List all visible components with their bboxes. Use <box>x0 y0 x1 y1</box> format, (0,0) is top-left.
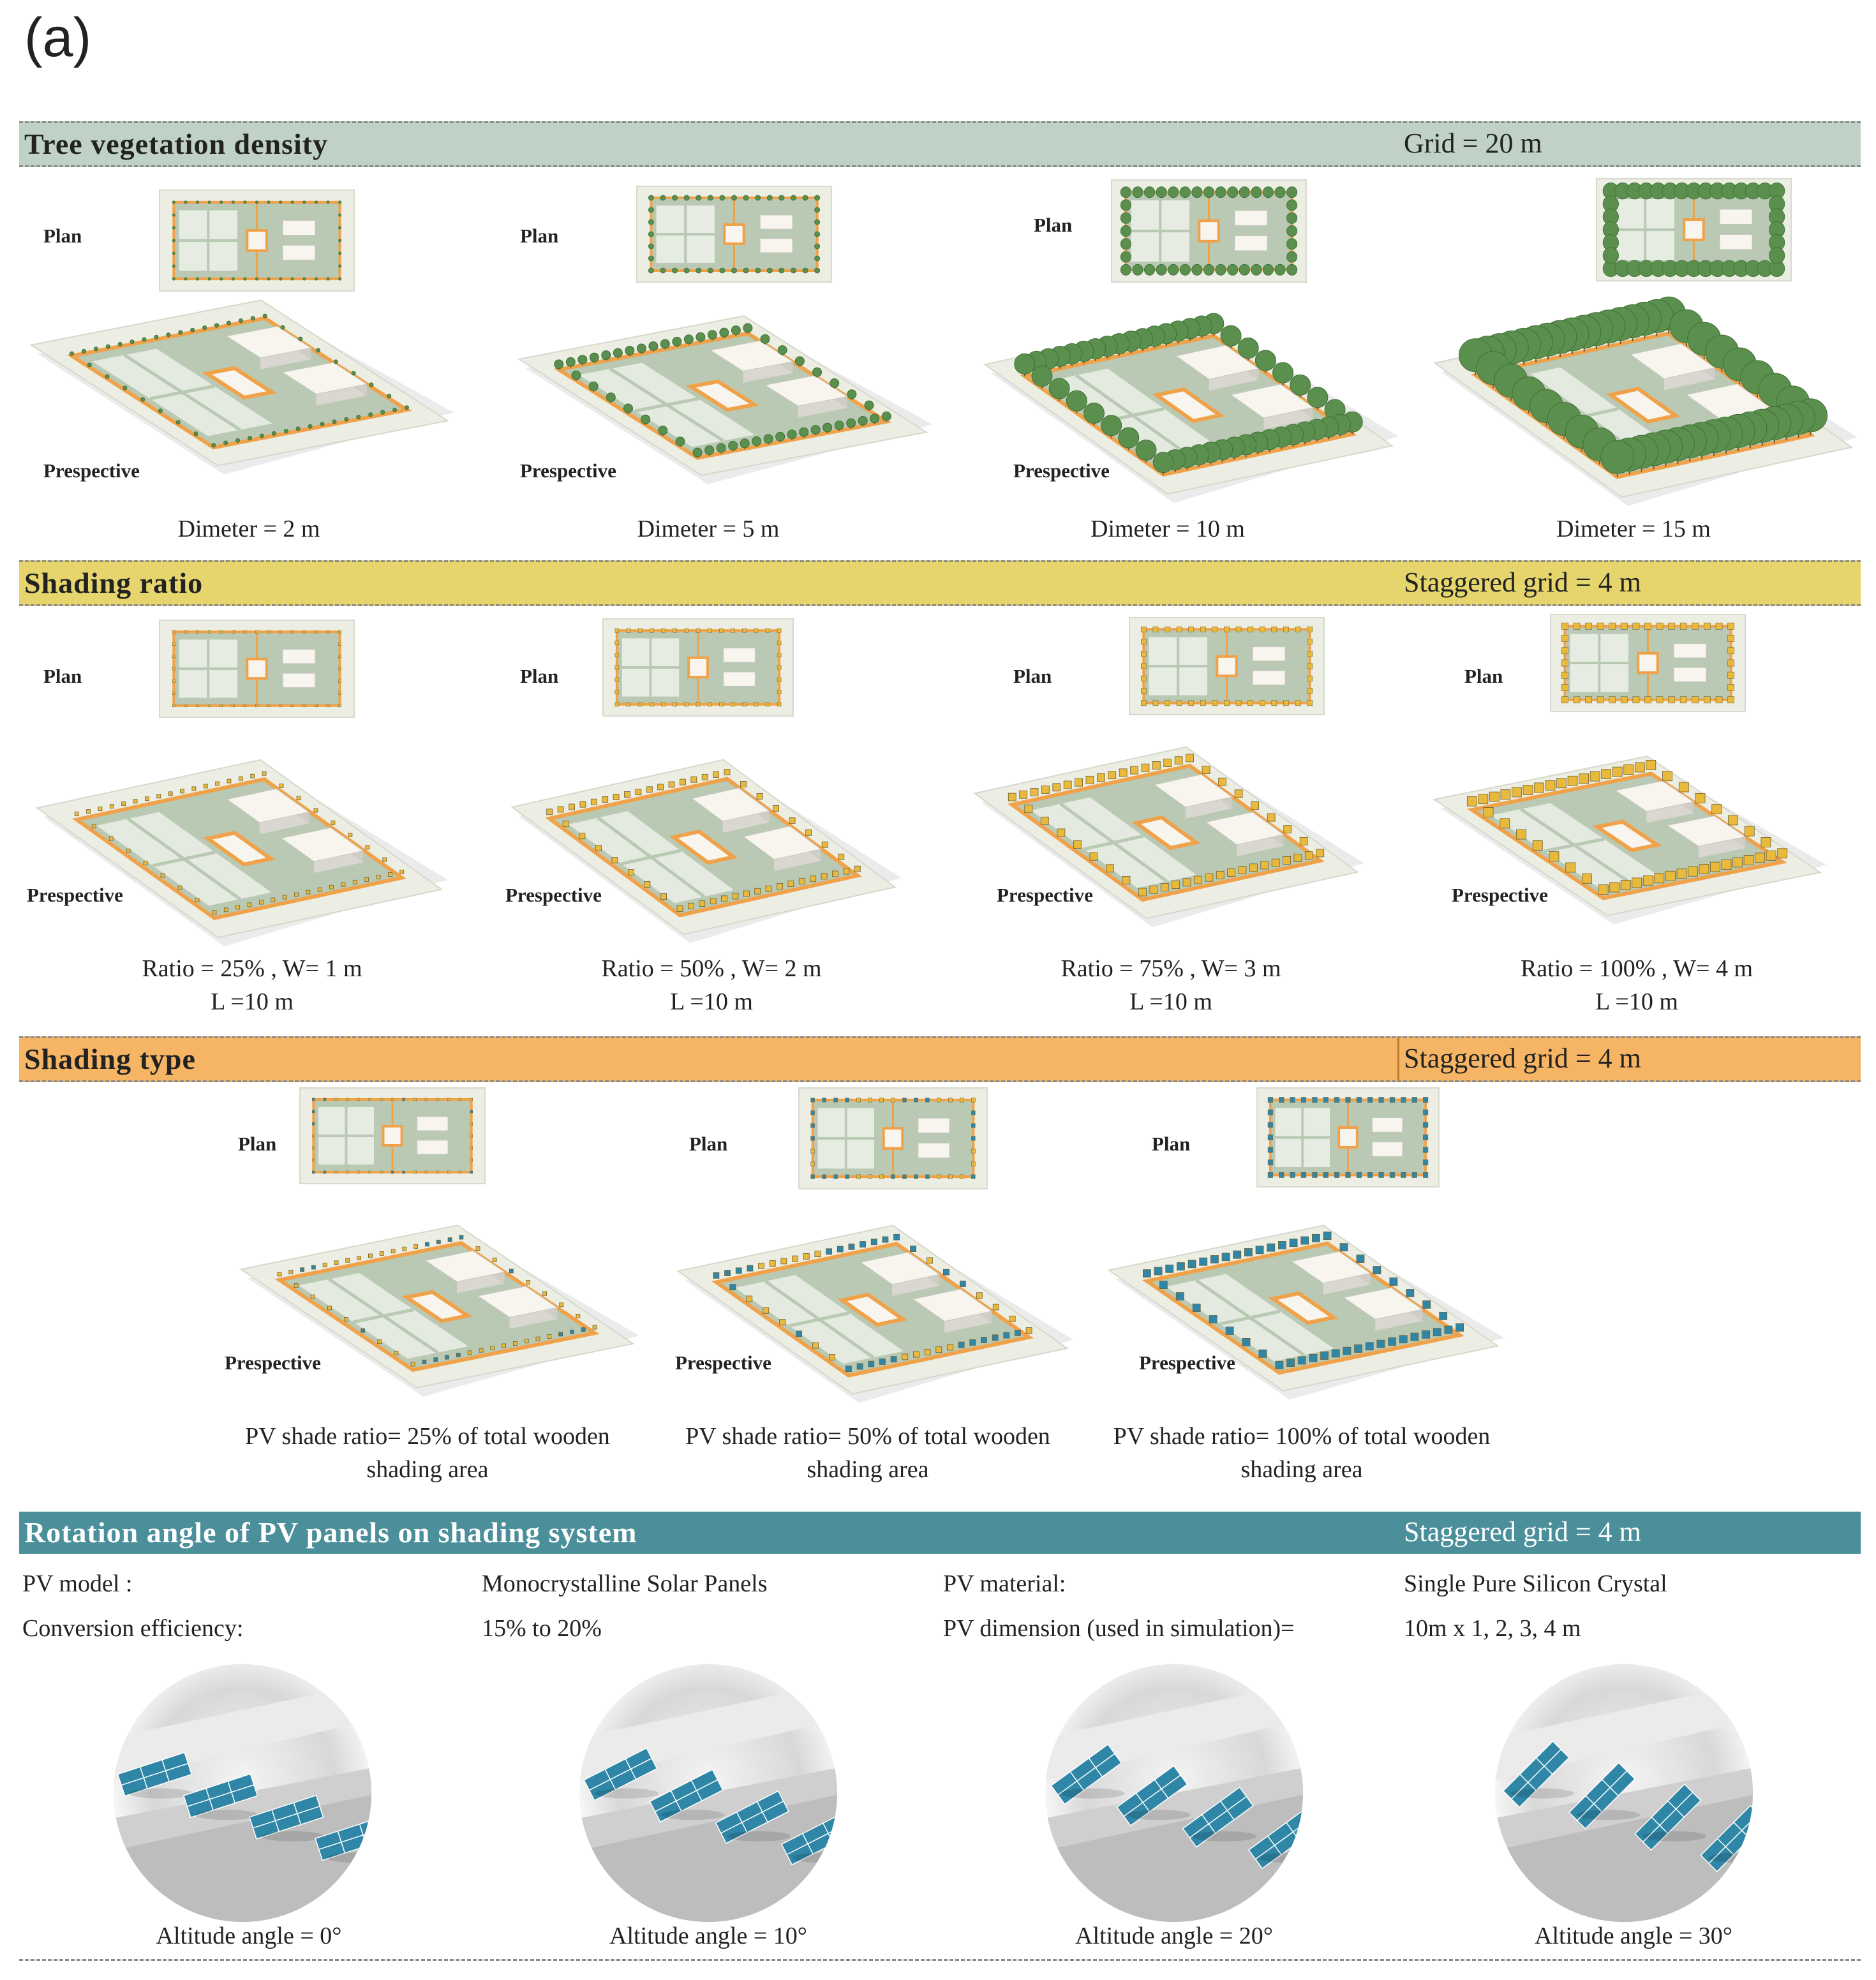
caption-line: shading area <box>807 1456 929 1483</box>
caption-line: L =10 m <box>1595 988 1678 1015</box>
caption-ratio-75: Ratio = 75% , W= 3 m L =10 m <box>1002 952 1340 1018</box>
caption-line: PV shade ratio= 100% of total wooden <box>1113 1423 1491 1450</box>
perspective-view-tree-10m <box>983 313 1399 503</box>
section-grid-label: Staggered grid = 4 m <box>1404 1043 1641 1074</box>
caption-line: PV shade ratio= 50% of total wooden <box>685 1423 1050 1450</box>
perspective-view-pv-50 <box>676 1224 1074 1403</box>
pv-model-value: Monocrystalline Solar Panels <box>482 1570 768 1597</box>
section-grid-label: Grid = 20 m <box>1404 128 1542 159</box>
plan-view-tree-5m <box>636 186 833 283</box>
caption-line: L =10 m <box>211 988 294 1015</box>
perspective-view-pv-25 <box>239 1224 640 1397</box>
perspective-label: Prespective <box>1013 459 1110 482</box>
section-header-rotation-angle: Rotation angle of PV panels on shading s… <box>19 1510 1861 1556</box>
perspective-label: Prespective <box>225 1351 321 1374</box>
header-divider <box>1397 1038 1399 1080</box>
efficiency-label: Conversion efficiency: <box>22 1615 244 1642</box>
section-grid-label: Staggered grid = 4 m <box>1404 1516 1641 1547</box>
plan-label: Plan <box>43 225 82 247</box>
caption-line: Ratio = 50% , W= 2 m <box>601 955 822 982</box>
caption-ratio-25: Ratio = 25% , W= 1 m L =10 m <box>83 952 421 1018</box>
caption-line: Ratio = 75% , W= 3 m <box>1061 955 1281 982</box>
perspective-label: Prespective <box>1139 1351 1235 1374</box>
plan-label: Plan <box>43 665 82 687</box>
pv-angle-20-render <box>1045 1664 1304 1923</box>
caption-ratio-100: Ratio = 100% , W= 4 m L =10 m <box>1461 952 1812 1018</box>
caption-line: Ratio = 25% , W= 1 m <box>142 955 362 982</box>
pv-model-label: PV model : <box>22 1570 133 1597</box>
perspective-view-tree-2m <box>29 299 454 475</box>
perspective-label: Prespective <box>520 459 616 482</box>
caption-line: Ratio = 100% , W= 4 m <box>1520 955 1753 982</box>
perspective-view-ratio-75 <box>973 746 1364 928</box>
pv-angle-0-render <box>113 1664 372 1923</box>
pv-angle-10-render <box>579 1664 838 1923</box>
plan-label: Plan <box>1013 665 1052 687</box>
perspective-view-ratio-50 <box>510 759 902 944</box>
section-header-tree-density: Tree vegetation density Grid = 20 m <box>19 121 1861 167</box>
plan-view-ratio-75 <box>1128 616 1325 716</box>
section-title: Shading ratio <box>24 567 204 599</box>
caption-angle-10: Altitude angle = 10° <box>609 1923 807 1949</box>
caption-angle-20: Altitude angle = 20° <box>1075 1923 1273 1949</box>
caption-pv-25: PV shade ratio= 25% of total wooden shad… <box>217 1420 638 1486</box>
plan-view-ratio-100 <box>1549 613 1746 713</box>
plan-view-tree-2m <box>158 189 355 292</box>
dimension-label: PV dimension (used in simulation)= <box>943 1615 1295 1642</box>
perspective-label: Prespective <box>997 884 1093 906</box>
caption-pv-50: PV shade ratio= 50% of total wooden shad… <box>657 1420 1078 1486</box>
perspective-view-pv-100 <box>1107 1224 1505 1400</box>
caption-angle-0: Altitude angle = 0° <box>156 1923 342 1949</box>
section-title: Shading type <box>24 1043 196 1075</box>
section-title: Rotation angle of PV panels on shading s… <box>24 1516 637 1549</box>
perspective-view-ratio-25 <box>35 759 448 947</box>
plan-label: Plan <box>238 1133 277 1155</box>
plan-label: Plan <box>1034 214 1073 236</box>
perspective-view-ratio-100 <box>1433 756 1827 925</box>
plan-view-pv-25 <box>299 1087 486 1184</box>
panel-label: (a) <box>24 7 92 68</box>
plan-view-tree-10m <box>1110 179 1307 283</box>
caption-tree-2m: Dimeter = 2 m <box>177 516 320 542</box>
caption-line: shading area <box>1240 1456 1363 1483</box>
perspective-label: Prespective <box>675 1351 771 1374</box>
caption-angle-30: Altitude angle = 30° <box>1535 1923 1732 1949</box>
bottom-rule <box>19 1959 1861 1961</box>
perspective-label: Prespective <box>1452 884 1548 906</box>
pv-angle-30-render <box>1494 1664 1753 1923</box>
plan-view-pv-50 <box>798 1087 988 1190</box>
caption-ratio-50: Ratio = 50% , W= 2 m L =10 m <box>542 952 881 1018</box>
section-header-shading-type: Shading type Staggered grid = 4 m <box>19 1036 1861 1082</box>
caption-tree-15m: Dimeter = 15 m <box>1556 516 1711 542</box>
perspective-label: Prespective <box>27 884 123 906</box>
pv-material-value: Single Pure Silicon Crystal <box>1404 1570 1667 1597</box>
plan-view-ratio-50 <box>602 618 794 717</box>
section-title: Tree vegetation density <box>24 128 329 160</box>
plan-label: Plan <box>520 665 559 687</box>
caption-line: PV shade ratio= 25% of total wooden <box>245 1423 610 1450</box>
plan-label: Plan <box>689 1133 728 1155</box>
caption-pv-100: PV shade ratio= 100% of total wooden sha… <box>1085 1420 1519 1486</box>
perspective-view-tree-15m <box>1433 296 1858 506</box>
efficiency-value: 15% to 20% <box>482 1615 602 1642</box>
perspective-view-tree-5m <box>517 315 933 484</box>
caption-tree-10m: Dimeter = 10 m <box>1091 516 1245 542</box>
dimension-value: 10m x 1, 2, 3, 4 m <box>1404 1615 1581 1642</box>
plan-label: Plan <box>520 225 559 247</box>
caption-line: shading area <box>366 1456 489 1483</box>
caption-line: L =10 m <box>1129 988 1212 1015</box>
pv-material-label: PV material: <box>943 1570 1066 1597</box>
perspective-label: Prespective <box>505 884 602 906</box>
plan-label: Plan <box>1152 1133 1191 1155</box>
plan-view-pv-100 <box>1256 1087 1440 1188</box>
plan-label: Plan <box>1464 665 1503 687</box>
plan-view-ratio-25 <box>158 619 355 718</box>
section-header-shading-ratio: Shading ratio Staggered grid = 4 m <box>19 560 1861 606</box>
section-grid-label: Staggered grid = 4 m <box>1404 567 1641 598</box>
plan-view-tree-15m <box>1595 177 1792 282</box>
perspective-label: Prespective <box>43 459 140 482</box>
caption-line: L =10 m <box>670 988 753 1015</box>
caption-tree-5m: Dimeter = 5 m <box>637 516 780 542</box>
